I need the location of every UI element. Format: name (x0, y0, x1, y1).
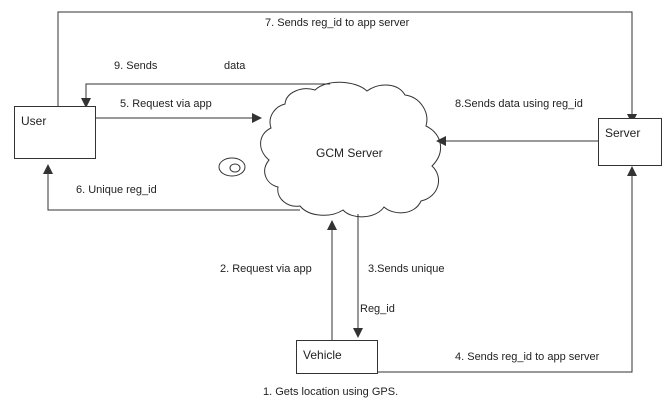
edge-9-line (85, 83, 330, 104)
node-server: Server (598, 118, 662, 166)
node-user-label: User (21, 114, 47, 128)
edge-1-label: 1. Gets location using GPS. (263, 386, 399, 398)
node-vehicle: Vehicle (296, 340, 378, 374)
edge-5-label: 5. Request via app (120, 98, 212, 110)
edge-9-arrowhead (81, 98, 91, 108)
gcm-server-label: GCM Server (316, 146, 383, 160)
edge-8-label: 8.Sends data using reg_id (455, 98, 583, 110)
edge-2-arrowhead (327, 220, 337, 230)
edge-9-label-a: 9. Sends (114, 60, 158, 72)
edge-3-arrowhead (353, 328, 363, 338)
cloud-small-ellipse (218, 157, 246, 177)
node-vehicle-label: Vehicle (303, 348, 342, 362)
edge-4-label: 4. Sends reg_id to app server (455, 351, 600, 363)
node-server-label: Server (605, 126, 641, 140)
edge-6-arrowhead (43, 164, 53, 174)
edge-7-line (57, 11, 633, 120)
edge-6-line (47, 170, 300, 211)
edge-6-label: 6. Unique reg_id (76, 184, 157, 196)
edge-7-label: 7. Sends reg_id to app server (265, 17, 410, 29)
cloud-small-ellipse-inner (229, 163, 241, 173)
edge-4-line (378, 174, 633, 373)
edge-3-label-b: Reg_id (360, 303, 395, 315)
edge-2-label: 2. Request via app (220, 263, 312, 275)
gcm-cloud-shape (260, 81, 441, 218)
edge-8-arrowhead (436, 136, 446, 146)
edge-9-label-b: data (224, 60, 246, 72)
edge-4-arrowhead (627, 166, 637, 176)
edge-5-arrowhead (252, 113, 262, 123)
edge-3-label-a: 3.Sends unique (368, 263, 445, 275)
node-user: User (14, 106, 96, 159)
